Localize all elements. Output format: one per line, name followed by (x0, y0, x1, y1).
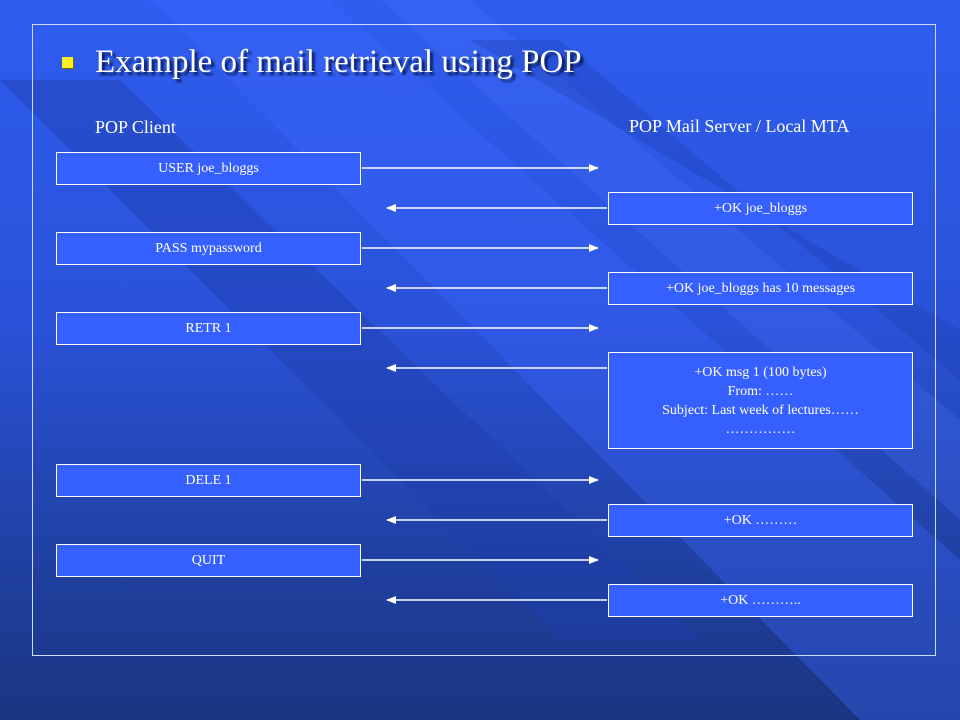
client-message-text: QUIT (191, 553, 226, 568)
client-message-box: DELE 1 (56, 464, 361, 497)
client-message-box: RETR 1 (56, 312, 361, 345)
title-row: Example of mail retrieval using POP (62, 40, 582, 84)
server-response-box: +OK ……….. (608, 584, 913, 617)
server-response-text: +OK msg 1 (100 bytes) (694, 364, 827, 380)
server-response-text: Subject: Last week of lectures…… (662, 402, 859, 418)
client-message-box: PASS mypassword (56, 232, 361, 265)
server-response-box: +OK joe_bloggs has 10 messages (608, 272, 913, 305)
server-response-box: +OK msg 1 (100 bytes) From: …… Subject: … (608, 352, 913, 449)
slide-frame (32, 24, 936, 656)
client-message-box: USER joe_bloggs (56, 152, 361, 185)
server-response-box: +OK ……… (608, 504, 913, 537)
client-message-text: USER joe_bloggs (158, 161, 259, 176)
bullet-icon (62, 56, 73, 68)
server-column-label: POP Mail Server / Local MTA (629, 116, 850, 136)
server-response-text: +OK joe_bloggs (713, 201, 808, 216)
client-message-text: DELE 1 (185, 473, 232, 488)
server-response-box: +OK joe_bloggs (608, 192, 913, 225)
slide-title: Example of mail retrieval using POP (95, 43, 582, 80)
client-message-text: RETR 1 (185, 321, 232, 336)
server-response-text: +OK ……….. (720, 593, 801, 608)
client-column-label: POP Client (95, 117, 176, 137)
server-response-text: +OK joe_bloggs has 10 messages (665, 281, 856, 296)
server-response-text: +OK ……… (723, 513, 798, 528)
client-message-box: QUIT (56, 544, 361, 577)
server-response-text: …………… (725, 421, 796, 437)
server-response-text: From: …… (727, 383, 794, 399)
client-message-text: PASS mypassword (155, 241, 262, 256)
